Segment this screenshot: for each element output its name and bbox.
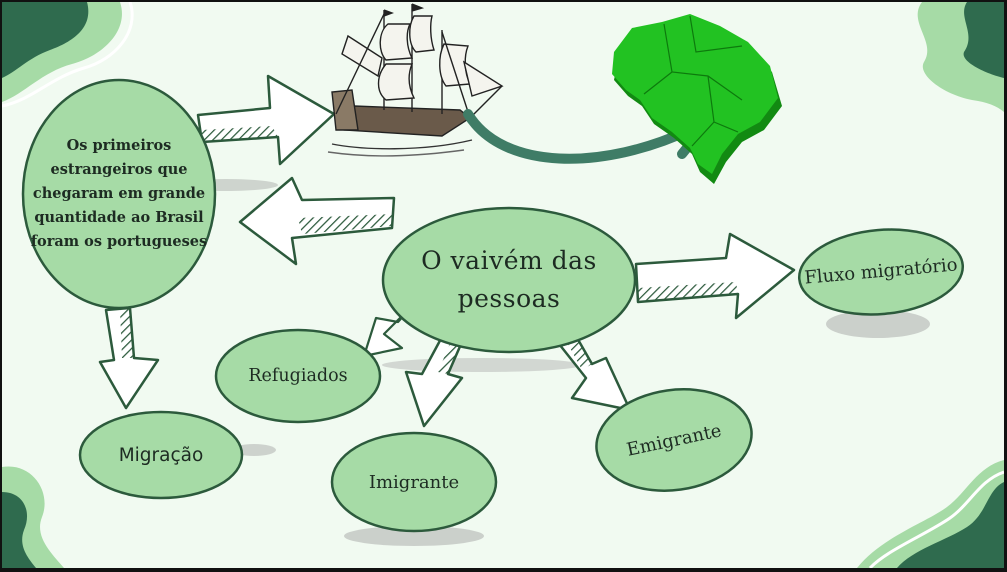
node-refugiados: Refugiados xyxy=(248,366,348,386)
arrow-center-to-intro xyxy=(238,176,396,266)
arrow-intro-to-migracao xyxy=(98,306,160,410)
bubble-refugiados xyxy=(214,328,382,424)
corner-wave-top-left xyxy=(2,2,134,108)
brazil-map-icon xyxy=(612,14,782,184)
ship-illustration xyxy=(327,3,504,157)
arrow-intro-to-ship xyxy=(196,74,336,166)
shadow xyxy=(382,358,582,372)
corner-wave-bottom-left xyxy=(2,466,64,568)
node-migracao: Migração xyxy=(118,444,204,466)
shadow xyxy=(826,310,930,338)
bubble-emigrante xyxy=(595,388,753,492)
shadow xyxy=(344,526,484,546)
corner-wave-bottom-right xyxy=(857,460,1004,568)
bubble-intro xyxy=(21,78,217,310)
arrow-center-to-fluxo xyxy=(634,232,796,320)
bubble-fluxo xyxy=(797,228,965,316)
node-imigrante: Imigrante xyxy=(368,471,460,493)
intro-text: Os primeiros estrangeiros que chegaram e… xyxy=(30,137,208,250)
central-topic: O vaivém das pessoas xyxy=(421,246,597,313)
corner-wave-top-right xyxy=(917,2,1004,112)
node-fluxo-migratorio: Fluxo migratório xyxy=(803,254,959,289)
bubble-migracao xyxy=(78,410,244,500)
bubble-center xyxy=(381,206,637,354)
bubble-imigrante xyxy=(330,431,498,533)
